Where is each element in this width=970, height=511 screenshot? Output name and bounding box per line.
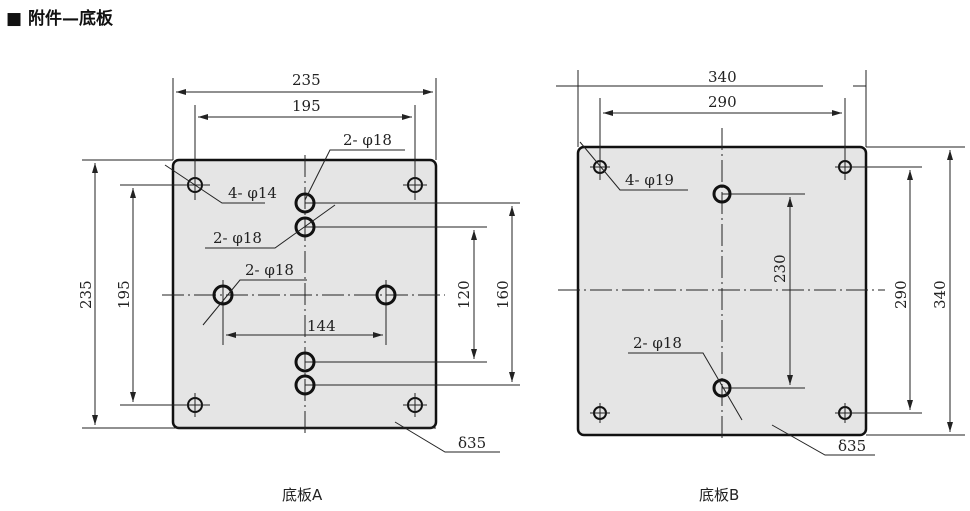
- dim-340-h: 340: [931, 280, 949, 309]
- corner-holes-b: [590, 157, 855, 423]
- label-side-2-phi18: 2- φ18: [245, 261, 294, 279]
- dim-235-w: 235: [292, 71, 321, 89]
- caption-plate-b: 底板B: [699, 486, 740, 504]
- plate-b: 4- φ19 2- φ18 δ35 340 290 230 290 340: [556, 68, 965, 456]
- page-title: ■ 附件—底板: [6, 9, 113, 29]
- dim-235-h: 235: [77, 280, 95, 309]
- mount-holes: [212, 192, 397, 396]
- dim-195-h: 195: [115, 280, 133, 309]
- center-holes-b: [712, 184, 732, 398]
- label-mid-2-phi18: 2- φ18: [213, 229, 262, 247]
- caption-plate-a: 底板A: [282, 486, 323, 504]
- dim-340-w: 340: [708, 68, 737, 86]
- thickness-b: δ35: [838, 437, 866, 455]
- dim-144: 144: [307, 317, 336, 335]
- label-4-phi14: 4- φ14: [228, 184, 277, 202]
- dim-290-w: 290: [708, 93, 737, 111]
- label-2-phi18-b: 2- φ18: [633, 334, 682, 352]
- dim-230: 230: [771, 254, 789, 283]
- dim-120: 120: [455, 280, 473, 309]
- dim-290-h: 290: [892, 280, 910, 309]
- plate-a: 4- φ14 2- φ18 2- φ18 2- φ18 δ35 235 195 …: [77, 71, 520, 453]
- label-4-phi19: 4- φ19: [625, 171, 674, 189]
- thickness-a: δ35: [458, 434, 486, 452]
- dim-160: 160: [494, 280, 512, 309]
- dim-195-w: 195: [292, 97, 321, 115]
- label-top-2-phi18: 2- φ18: [343, 131, 392, 149]
